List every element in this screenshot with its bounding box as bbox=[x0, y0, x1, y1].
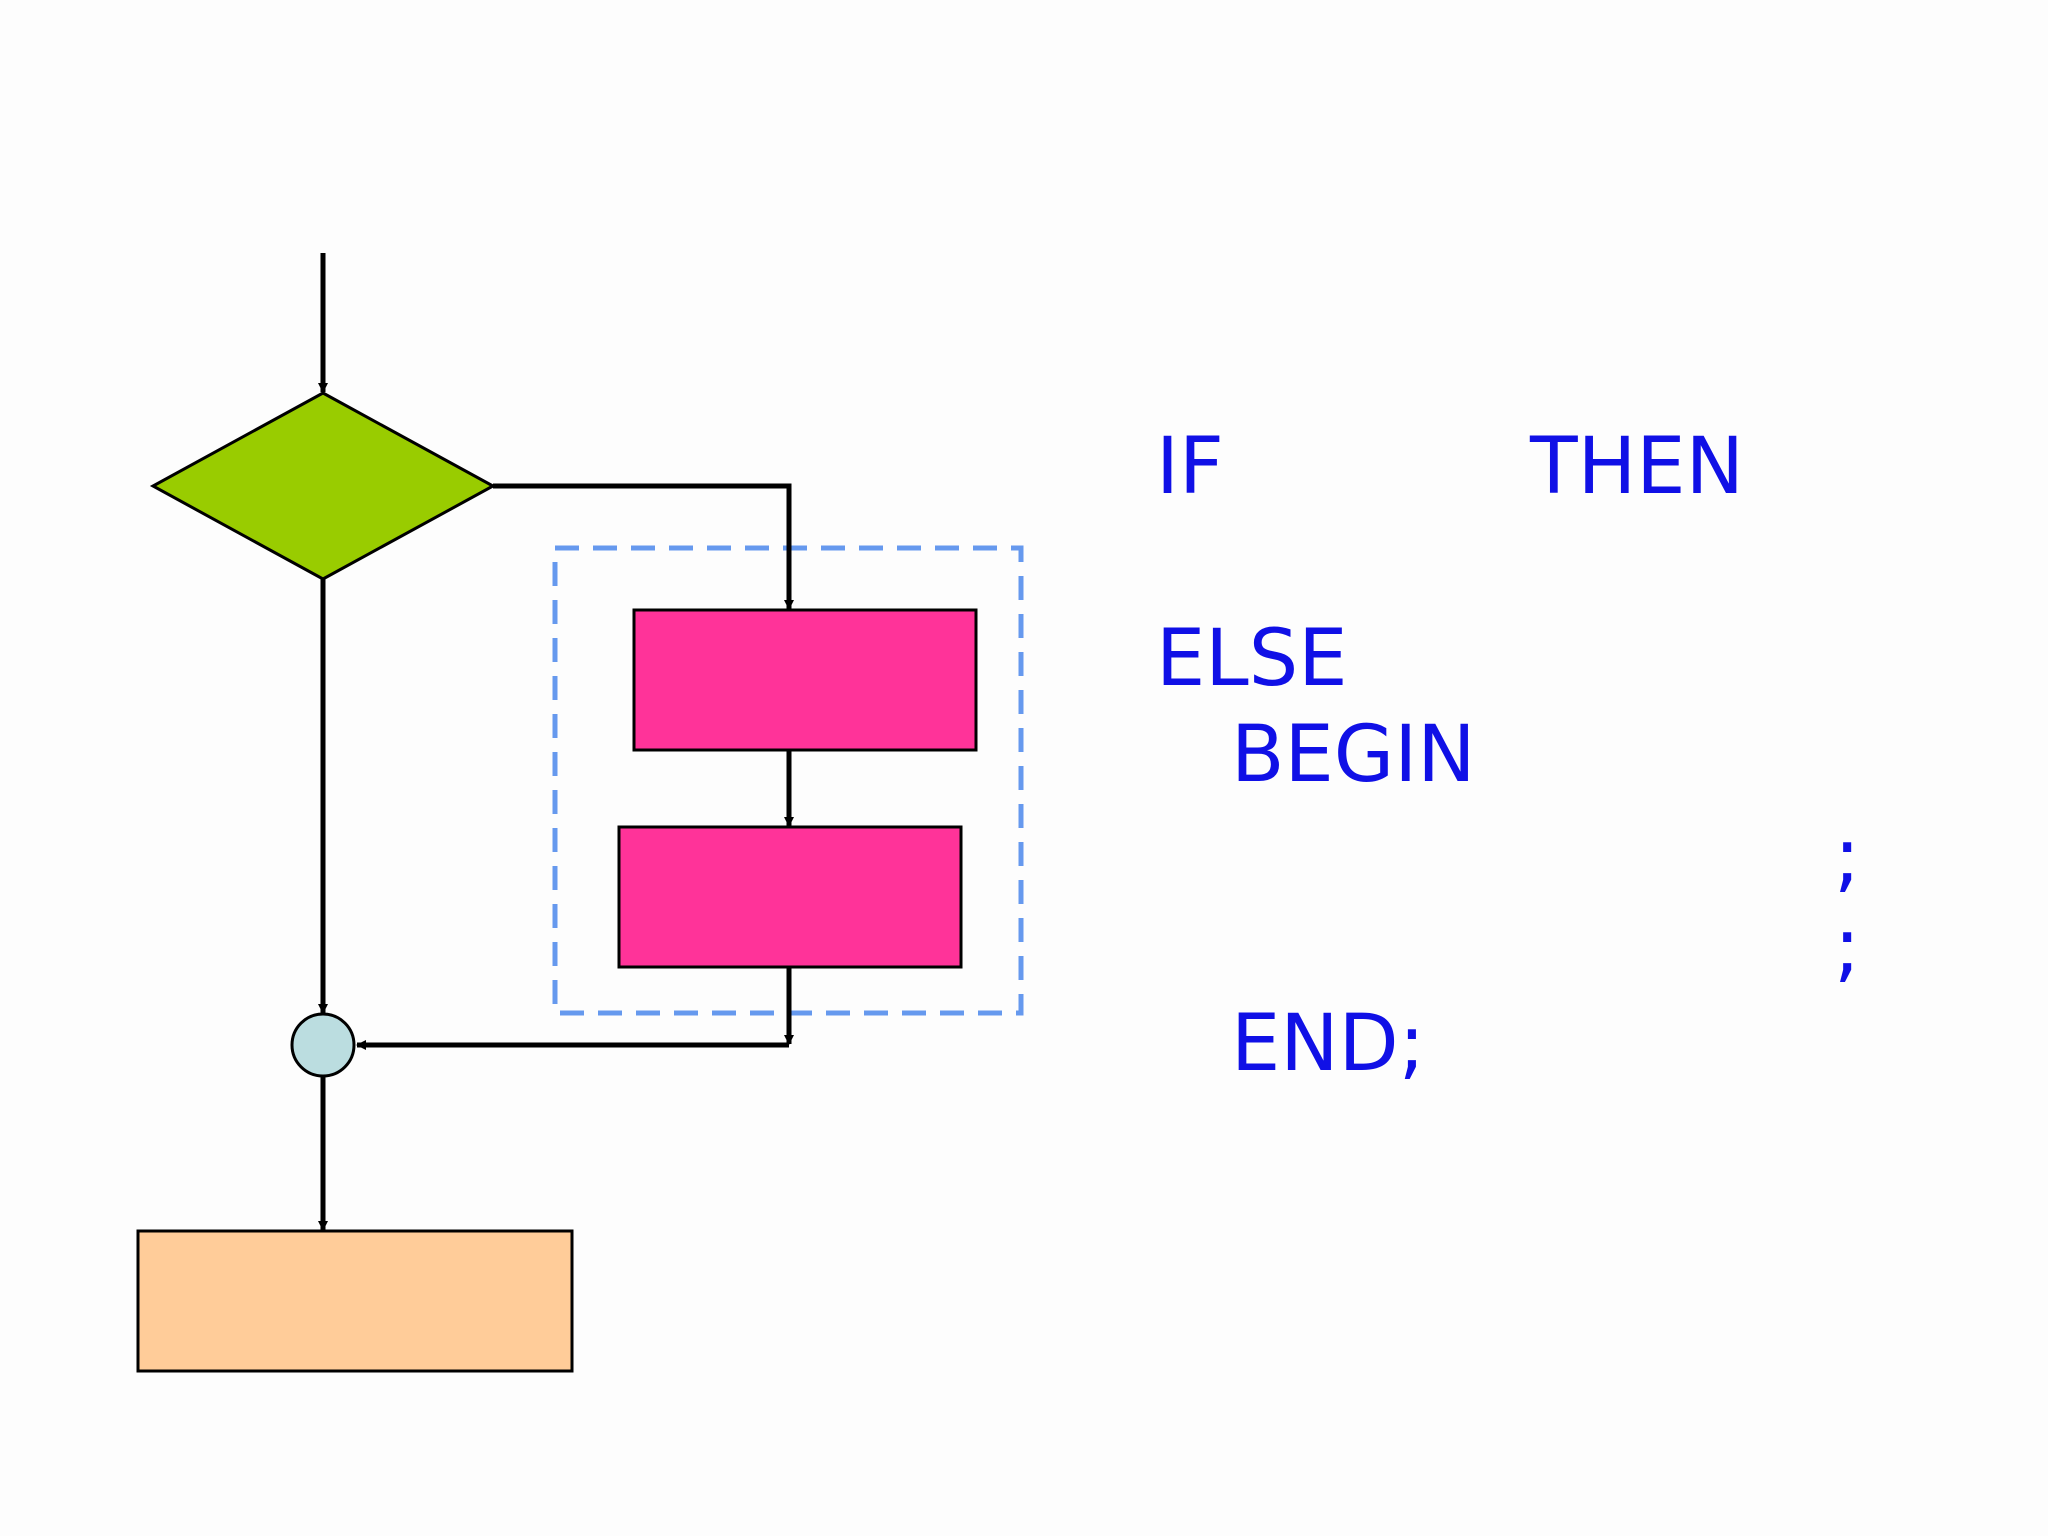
junction-circle bbox=[290, 1012, 356, 1078]
code-semicolon-1: ; bbox=[1834, 812, 1861, 902]
else-branch-arrow bbox=[493, 483, 794, 610]
else-statement-block-2 bbox=[617, 825, 963, 969]
next-statement-block bbox=[136, 1229, 574, 1373]
code-else-keyword: ELSE bbox=[1156, 614, 1348, 704]
code-end-keyword: END; bbox=[1231, 999, 1425, 1089]
code-begin-keyword: BEGIN bbox=[1231, 710, 1476, 800]
condition-diamond bbox=[149, 391, 497, 581]
code-if-keyword: IF bbox=[1156, 422, 1224, 512]
code-semicolon-2: ; bbox=[1834, 902, 1861, 992]
else-statement-block-1 bbox=[632, 608, 978, 752]
code-then-keyword: THEN bbox=[1530, 422, 1744, 512]
